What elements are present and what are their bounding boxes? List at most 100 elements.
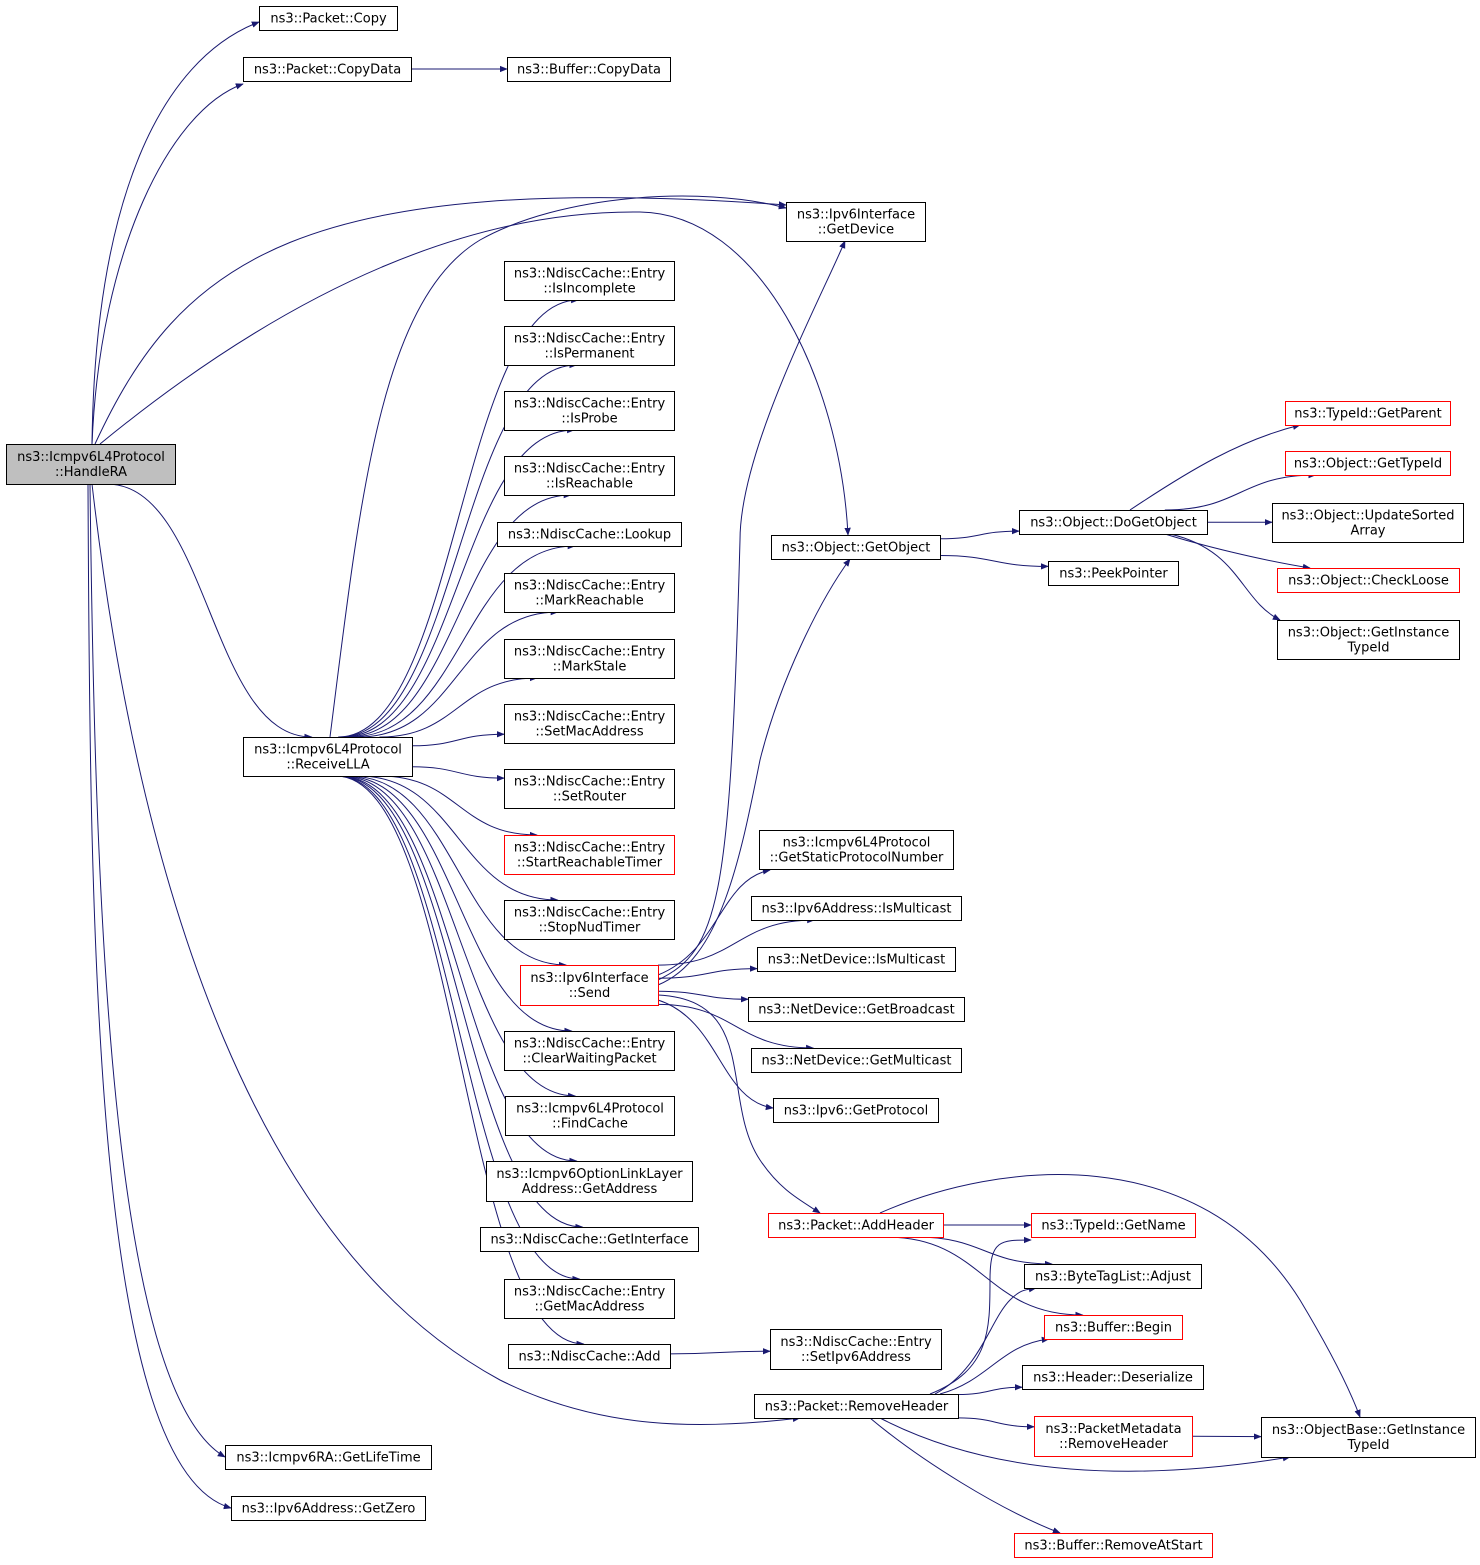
node-box (768, 1213, 944, 1238)
edge-icmp_receivella-to-entry_isincomplete (338, 296, 580, 738)
node-label: ns3::Object::GetTypeId (1294, 457, 1442, 472)
edge-icmp_receivella-to-entry_ispermanent (339, 361, 578, 738)
edge-packet_addheader-to-buffer_begin (885, 1236, 1084, 1319)
edge-icmp_receivella-to-entry_isreachable (345, 491, 572, 738)
node-buffer-removeatstart[interactable]: ns3::Buffer::RemoveAtStart (1014, 1533, 1213, 1558)
node-buffer-copydata[interactable]: ns3::Buffer::CopyData (507, 57, 671, 82)
node-ipv6addr-ismulticast[interactable]: ns3::Ipv6Address::IsMulticast (751, 896, 962, 921)
edge-icmp_receivella-to-entry_clearwaitingpacket (344, 775, 573, 1035)
node-handle-ra[interactable]: ns3::Icmpv6L4Protocol::HandleRA (6, 444, 176, 485)
node-entry-stopnudtimer[interactable]: ns3::NdiscCache::Entry::StopNudTimer (504, 900, 675, 940)
node-entry-startreachabletimer[interactable]: ns3::NdiscCache::Entry::StartReachableTi… (504, 835, 675, 875)
node-label: ns3::Object::GetInstance (1288, 626, 1450, 641)
node-packet-copydata[interactable]: ns3::Packet::CopyData (243, 57, 412, 82)
node-ndisc-add[interactable]: ns3::NdiscCache::Add (508, 1344, 671, 1369)
node-entry-clearwaitingpacket[interactable]: ns3::NdiscCache::Entry::ClearWaitingPack… (504, 1031, 675, 1071)
node-entry-setipv6address[interactable]: ns3::NdiscCache::Entry::SetIpv6Address (770, 1329, 942, 1370)
node-box (1261, 1417, 1476, 1458)
node-ndisc-lookup[interactable]: ns3::NdiscCache::Lookup (497, 522, 682, 547)
node-packetmetadata-removeheader[interactable]: ns3::PacketMetadata::RemoveHeader (1034, 1416, 1193, 1457)
node-object-checkloose[interactable]: ns3::Object::CheckLoose (1277, 568, 1460, 593)
node-entry-markreachable[interactable]: ns3::NdiscCache::Entry::MarkReachable (504, 573, 675, 613)
node-box (504, 1031, 675, 1071)
node-entry-markstale[interactable]: ns3::NdiscCache::Entry::MarkStale (504, 639, 675, 679)
node-box (231, 1496, 426, 1521)
node-ipv6-getprotocol[interactable]: ns3::Ipv6::GetProtocol (773, 1098, 939, 1123)
node-box (259, 6, 398, 31)
node-label: ::GetMacAddress (534, 1300, 644, 1315)
node-box (505, 1096, 675, 1136)
node-label: ::MarkStale (553, 660, 627, 675)
node-label: ns3::Icmpv6L4Protocol (516, 1102, 664, 1117)
edge-packet_removeheader-to-typeid_getname (929, 1236, 1032, 1395)
edge-icmp_receivella-to-ipv6if_getdevice (329, 195, 787, 738)
node-packet-addheader[interactable]: ns3::Packet::AddHeader (768, 1213, 944, 1238)
edge-packet_removeheader-to-buffer_begin (939, 1336, 1050, 1395)
node-entry-isincomplete[interactable]: ns3::NdiscCache::Entry::IsIncomplete (504, 261, 675, 301)
node-icmp-getstaticprotocolnumber[interactable]: ns3::Icmpv6L4Protocol::GetStaticProtocol… (759, 830, 954, 870)
node-netdevice-getmulticast[interactable]: ns3::NetDevice::GetMulticast (751, 1048, 962, 1073)
node-box (1031, 1213, 1196, 1238)
node-box (1022, 1365, 1204, 1390)
node-entry-setrouter[interactable]: ns3::NdiscCache::Entry::SetRouter (504, 769, 675, 809)
node-netdevice-ismulticast[interactable]: ns3::NetDevice::IsMulticast (757, 947, 956, 972)
node-bytetaglist-adjust[interactable]: ns3::ByteTagList::Adjust (1024, 1264, 1202, 1289)
node-box (1024, 1264, 1202, 1289)
node-ipv6if-send[interactable]: ns3::Ipv6Interface::Send (520, 965, 659, 1006)
node-entry-setmacaddress[interactable]: ns3::NdiscCache::Entry::SetMacAddress (504, 704, 675, 744)
node-packet-removeheader[interactable]: ns3::Packet::RemoveHeader (754, 1394, 959, 1419)
node-object-dogetobject[interactable]: ns3::Object::DoGetObject (1019, 510, 1208, 535)
node-box (225, 1445, 432, 1470)
node-label: ns3::NdiscCache::GetInterface (490, 1233, 688, 1248)
node-object-gettypeid[interactable]: ns3::Object::GetTypeId (1285, 451, 1451, 476)
node-label: ns3::NetDevice::GetBroadcast (758, 1003, 954, 1018)
node-label: ::ClearWaitingPacket (522, 1052, 656, 1067)
node-entry-isprobe[interactable]: ns3::NdiscCache::Entry::IsProbe (504, 391, 675, 431)
node-label: ns3::Buffer::Begin (1055, 1321, 1172, 1336)
node-label: ns3::Ipv6Address::IsMulticast (762, 902, 952, 917)
edge-icmp_receivella-to-icmp_findcache (341, 775, 577, 1100)
node-packet-copy[interactable]: ns3::Packet::Copy (259, 6, 398, 31)
node-label: Array (1350, 524, 1385, 539)
node-label: ns3::NetDevice::IsMulticast (768, 953, 945, 968)
node-label: ::StopNudTimer (539, 921, 641, 936)
node-label: ::MarkReachable (535, 594, 643, 609)
node-box (504, 261, 675, 301)
edge-handle_ra-to-packet_removeheader (91, 483, 801, 1426)
node-ipv6if-getdevice[interactable]: ns3::Ipv6Interface::GetDevice (786, 202, 926, 242)
edge-ipv6if_send-to-netdevice_getmulticast (657, 1003, 815, 1052)
node-optlinklayer-getaddress[interactable]: ns3::Icmpv6OptionLinkLayerAddress::GetAd… (486, 1161, 693, 1202)
node-box (520, 965, 659, 1006)
node-ipv6addr-getzero[interactable]: ns3::Ipv6Address::GetZero (231, 1496, 426, 1521)
node-icmpv6ra-getlifetime[interactable]: ns3::Icmpv6RA::GetLifeTime (225, 1445, 432, 1470)
edge-object_dogetobject-to-object_getinstancetypeid (1169, 533, 1281, 621)
node-object-getobject[interactable]: ns3::Object::GetObject (771, 535, 941, 560)
node-typeid-getparent[interactable]: ns3::TypeId::GetParent (1285, 401, 1451, 426)
node-icmp-findcache[interactable]: ns3::Icmpv6L4Protocol::FindCache (505, 1096, 675, 1136)
node-label: ::IsPermanent (544, 347, 634, 362)
node-typeid-getname[interactable]: ns3::TypeId::GetName (1031, 1213, 1196, 1238)
edge-packet_removeheader-to-packetmetadata_removeheader (957, 1417, 1035, 1430)
node-peekpointer[interactable]: ns3::PeekPointer (1048, 561, 1179, 586)
node-box (754, 1394, 959, 1419)
edge-packet_addheader-to-bytetaglist_adjust (915, 1236, 1053, 1268)
node-entry-isreachable[interactable]: ns3::NdiscCache::Entry::IsReachable (504, 456, 675, 496)
node-label: ns3::NdiscCache::Entry (514, 775, 666, 790)
node-box (504, 769, 675, 809)
node-label: ns3::Object::DoGetObject (1030, 516, 1197, 531)
node-buffer-begin[interactable]: ns3::Buffer::Begin (1044, 1315, 1183, 1340)
node-label: ns3::NetDevice::GetMulticast (761, 1054, 951, 1069)
node-icmp-receivella[interactable]: ns3::Icmpv6L4Protocol::ReceiveLLA (243, 737, 413, 777)
node-label: TypeId (1347, 641, 1390, 656)
node-header-deserialize[interactable]: ns3::Header::Deserialize (1022, 1365, 1204, 1390)
edge-icmp_receivella-to-entry_isprobe (342, 426, 576, 738)
node-entry-ispermanent[interactable]: ns3::NdiscCache::Entry::IsPermanent (504, 326, 675, 366)
node-label: ::FindCache (552, 1117, 628, 1132)
node-entry-getmacaddress[interactable]: ns3::NdiscCache::Entry::GetMacAddress (504, 1279, 675, 1319)
node-netdevice-getbroadcast[interactable]: ns3::NetDevice::GetBroadcast (748, 997, 965, 1022)
node-ndisc-getinterface[interactable]: ns3::NdiscCache::GetInterface (480, 1227, 699, 1252)
node-label: ::Send (569, 986, 611, 1001)
